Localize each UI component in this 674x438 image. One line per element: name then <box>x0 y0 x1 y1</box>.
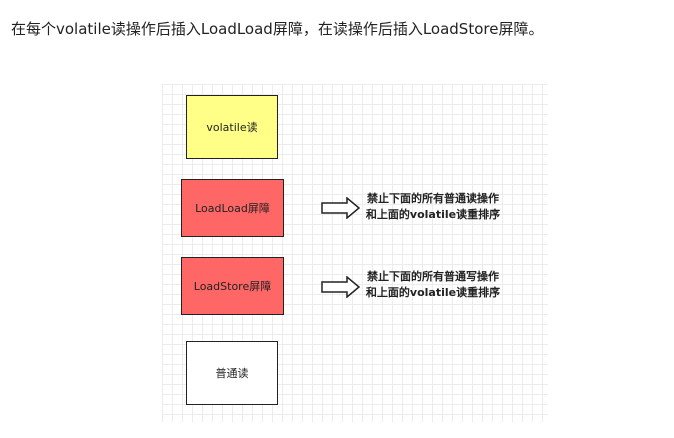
volatile-read-box: volatile读 <box>186 95 278 159</box>
loadstore-barrier-label: LoadStore屏障 <box>193 280 272 293</box>
loadstore-note: 禁止下面的所有普通写操作 和上面的volatile读重排序 <box>338 269 528 301</box>
loadstore-note-line2: 和上面的volatile读重排序 <box>365 286 501 299</box>
right-arrow-icon <box>321 276 361 298</box>
intro-text: 在每个volatile读操作后插入LoadLoad屏障，在读操作后插入LoadS… <box>11 20 544 38</box>
loadload-barrier-box: LoadLoad屏障 <box>181 179 284 237</box>
right-arrow-icon <box>321 197 361 219</box>
barrier-diagram: volatile读 LoadLoad屏障 禁止下面的所有普通读操作 和上面的vo… <box>162 84 548 422</box>
loadload-note-line2: 和上面的volatile读重排序 <box>365 208 501 221</box>
normal-read-box: 普通读 <box>186 341 278 405</box>
normal-read-label: 普通读 <box>215 367 249 380</box>
loadstore-note-line1: 禁止下面的所有普通写操作 <box>367 270 499 283</box>
loadload-note-line1: 禁止下面的所有普通读操作 <box>367 192 499 205</box>
loadload-note: 禁止下面的所有普通读操作 和上面的volatile读重排序 <box>338 191 528 223</box>
volatile-read-label: volatile读 <box>206 121 258 134</box>
loadload-barrier-label: LoadLoad屏障 <box>195 202 270 215</box>
loadstore-barrier-box: LoadStore屏障 <box>181 257 284 315</box>
